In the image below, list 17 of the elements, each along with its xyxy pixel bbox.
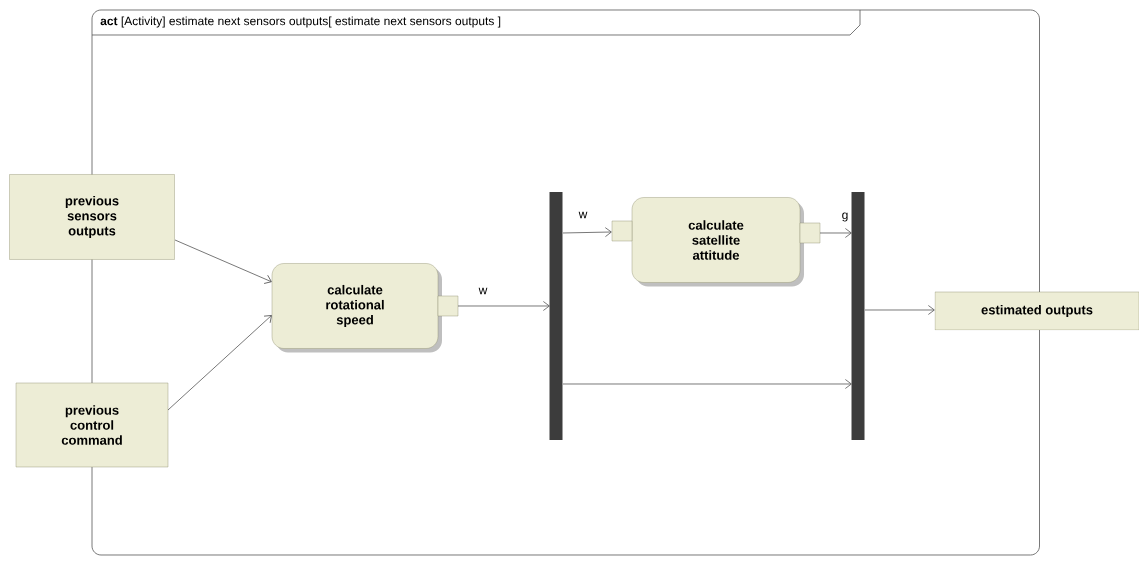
arrow [562,379,852,389]
action-box: calculate satellite attitude [631,197,804,287]
arrow [819,228,852,238]
action-box: calculate rotational speed [271,263,442,353]
edge-label: w [577,210,589,220]
arrow [167,315,272,411]
arrow [562,227,612,238]
object-node: previous control command [15,382,169,468]
object-node: previous sensors outputs [9,174,175,260]
arrow [457,301,550,311]
object-node: estimated outputs [934,291,1139,331]
edge-label: w [477,286,489,296]
fork-bar [851,192,865,440]
fork-bar [549,192,563,440]
arrow [174,239,272,284]
edge-label: g [840,211,850,223]
arrow [864,305,935,315]
